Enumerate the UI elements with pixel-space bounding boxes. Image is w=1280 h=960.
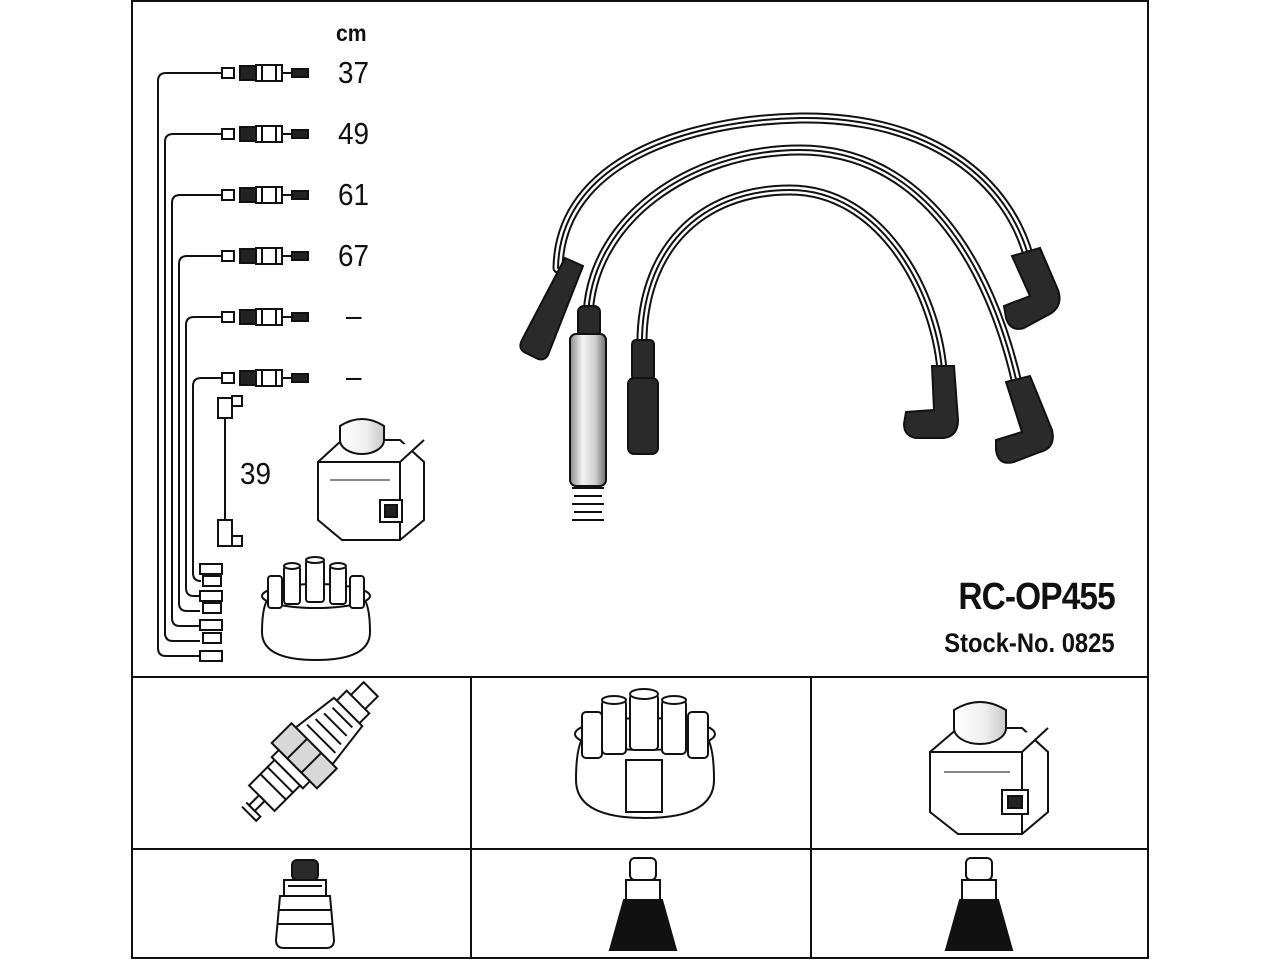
plug-boot-icon: [274, 859, 336, 949]
unit-label: cm: [336, 20, 367, 46]
length-label-4: 67: [338, 238, 370, 273]
frame: [131, 0, 1149, 959]
ignition-coil-icon: [929, 701, 1049, 835]
spark-plug-icon: [241, 680, 380, 823]
length-label-6: –: [346, 359, 362, 394]
wire-boots: [519, 246, 1061, 521]
wire-terminals: [199, 64, 309, 662]
length-label-2: 49: [338, 116, 370, 151]
ignition-wires: [552, 112, 1036, 394]
coil-lead-length-label: 39: [240, 456, 272, 491]
length-label-1: 37: [338, 55, 370, 90]
wiring-schematic: [157, 72, 222, 657]
distributor-cap-icon: [574, 688, 716, 820]
coil-boot-icon: [944, 857, 1014, 951]
ignition-coil-small-icon: [317, 418, 425, 541]
cap-boot-icon: [608, 857, 678, 951]
length-label-3: 61: [338, 177, 370, 212]
distributor-cap-small-icon: [260, 556, 372, 662]
coil-lead-schematic: [217, 395, 243, 547]
stock-number: Stock-No. 0825: [944, 628, 1115, 658]
product-code: RC-OP455: [958, 576, 1115, 618]
length-label-5: –: [346, 298, 362, 333]
